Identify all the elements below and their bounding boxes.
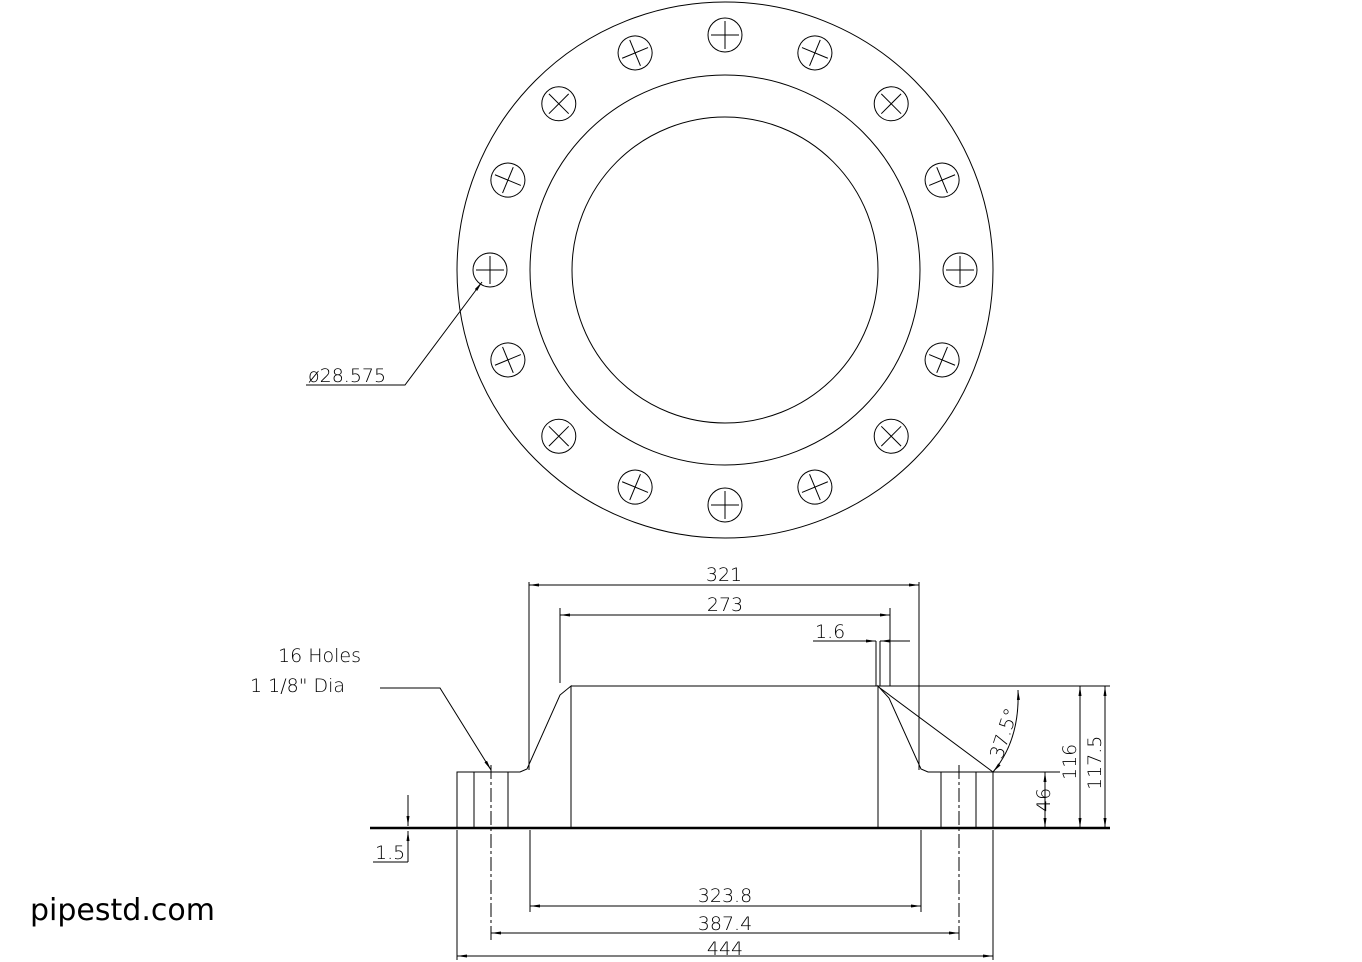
dim-46: 46 xyxy=(1033,788,1055,812)
dim-1-6: 1.6 xyxy=(815,621,845,643)
plan-view: ø28.575 xyxy=(306,1,994,539)
bolt-hole xyxy=(797,469,833,505)
bolt-hole xyxy=(707,17,743,53)
holes-note-line1: 16 Holes xyxy=(278,645,361,667)
bore-circle xyxy=(571,116,879,424)
flange-left-outer xyxy=(456,771,475,829)
dim-1-5: 1.5 xyxy=(375,842,405,864)
dim-323-8: 323.8 xyxy=(698,885,752,907)
flange-right-outer xyxy=(975,771,994,829)
raised-face-circle xyxy=(529,74,921,466)
bolt-hole xyxy=(924,342,960,378)
hub-right xyxy=(877,684,942,829)
bolt-hole xyxy=(942,252,978,288)
bolt-hole xyxy=(541,86,577,122)
dim-273: 273 xyxy=(707,594,743,616)
hole-leader xyxy=(306,281,483,386)
bolt-hole xyxy=(873,418,909,454)
bolt-hole xyxy=(472,252,508,288)
bolt-hole xyxy=(707,487,743,523)
dim-444: 444 xyxy=(707,938,743,960)
hole-diameter-label: ø28.575 xyxy=(308,365,386,387)
watermark: pipestd.com xyxy=(30,893,215,928)
hub-left xyxy=(507,684,572,829)
holes-leader xyxy=(380,687,492,771)
holes-note-line2: 1 1/8" Dia xyxy=(250,675,345,697)
bolt-hole xyxy=(490,342,526,378)
dim-116: 116 xyxy=(1059,744,1081,780)
bolt-hole xyxy=(873,86,909,122)
bolt-hole xyxy=(617,469,653,505)
bolt-hole xyxy=(617,35,653,71)
outer-circle xyxy=(456,1,994,539)
bolt-hole xyxy=(490,162,526,198)
bolt-hole xyxy=(797,35,833,71)
dim-bevel-angle: 37.5° xyxy=(986,705,1023,761)
section-view: 321 273 1.6 37.5° 46 116 117.5 16 Holes … xyxy=(250,564,1110,960)
dim-387-4: 387.4 xyxy=(698,913,752,935)
bolt-hole xyxy=(924,162,960,198)
dim-117-5: 117.5 xyxy=(1084,736,1106,790)
dim-321: 321 xyxy=(706,564,742,586)
bolt-hole xyxy=(541,418,577,454)
